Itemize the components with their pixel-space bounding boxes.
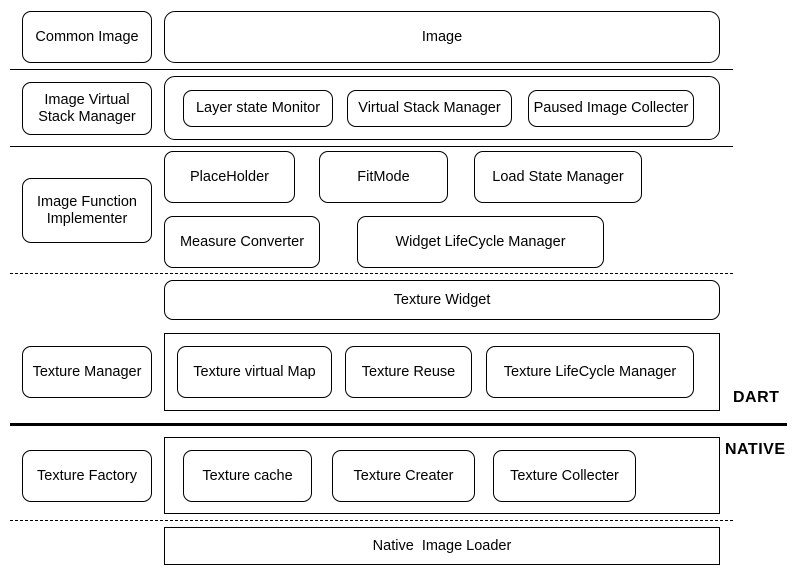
widget-lifecycle-manager-box: Widget LifeCycle Manager: [357, 216, 604, 268]
layer-divider-1: [10, 69, 733, 70]
texture-creater-box: Texture Creater: [332, 450, 475, 502]
placeholder-box: PlaceHolder: [164, 151, 295, 203]
texture-manager-label: Texture Manager: [22, 346, 152, 398]
stack-manager-label: Image Virtual Stack Manager: [22, 82, 152, 135]
texture-reuse-box: Texture Reuse: [345, 346, 472, 398]
layer-divider-4: [10, 520, 733, 521]
texture-virtual-map-box: Texture virtual Map: [177, 346, 332, 398]
texture-widget-box: Texture Widget: [164, 280, 720, 320]
texture-factory-label: Texture Factory: [22, 450, 152, 502]
native-label: NATIVE: [725, 441, 786, 458]
virtual-stack-manager-box: Virtual Stack Manager: [347, 90, 512, 127]
measure-converter-box: Measure Converter: [164, 216, 320, 268]
function-implementer-label: Image Function Implementer: [22, 178, 152, 243]
dart-label: DART: [733, 389, 780, 406]
layer-state-monitor-box: Layer state Monitor: [183, 90, 333, 127]
layer-divider-3: [10, 273, 733, 274]
texture-lifecycle-manager-box: Texture LifeCycle Manager: [486, 346, 694, 398]
image-box: Image: [164, 11, 720, 63]
paused-image-collecter-box: Paused Image Collecter: [528, 90, 694, 127]
common-image-label: Common Image: [22, 11, 152, 63]
native-image-loader-box: Native Image Loader: [164, 527, 720, 565]
texture-collecter-box: Texture Collecter: [493, 450, 636, 502]
dart-native-divider: [10, 423, 787, 426]
layer-divider-2: [10, 146, 733, 147]
load-state-manager-box: Load State Manager: [474, 151, 642, 203]
fitmode-box: FitMode: [319, 151, 448, 203]
texture-cache-box: Texture cache: [183, 450, 312, 502]
